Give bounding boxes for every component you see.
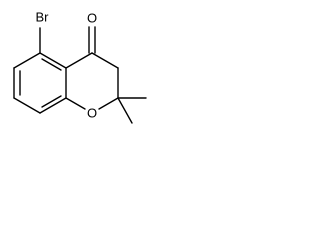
aromatic-double-bond xyxy=(41,95,62,108)
carbonyl-oxygen-label: O xyxy=(87,11,97,26)
bond xyxy=(39,97,67,114)
methyl-bond xyxy=(117,97,133,124)
bond xyxy=(13,52,41,69)
aromatic-double-bond xyxy=(41,58,62,71)
bond xyxy=(39,52,67,69)
atom-labels: Br O O xyxy=(36,10,98,121)
bond xyxy=(65,52,93,69)
bond xyxy=(13,97,41,114)
bond-lines xyxy=(13,26,147,124)
bromine-label: Br xyxy=(36,10,50,25)
ring-oxygen-label: O xyxy=(87,106,97,121)
bond xyxy=(91,52,119,69)
structure-diagram: Br O O xyxy=(13,10,147,124)
bond-to-ring-oxygen xyxy=(98,97,119,110)
bond-to-ring-oxygen xyxy=(65,97,86,110)
